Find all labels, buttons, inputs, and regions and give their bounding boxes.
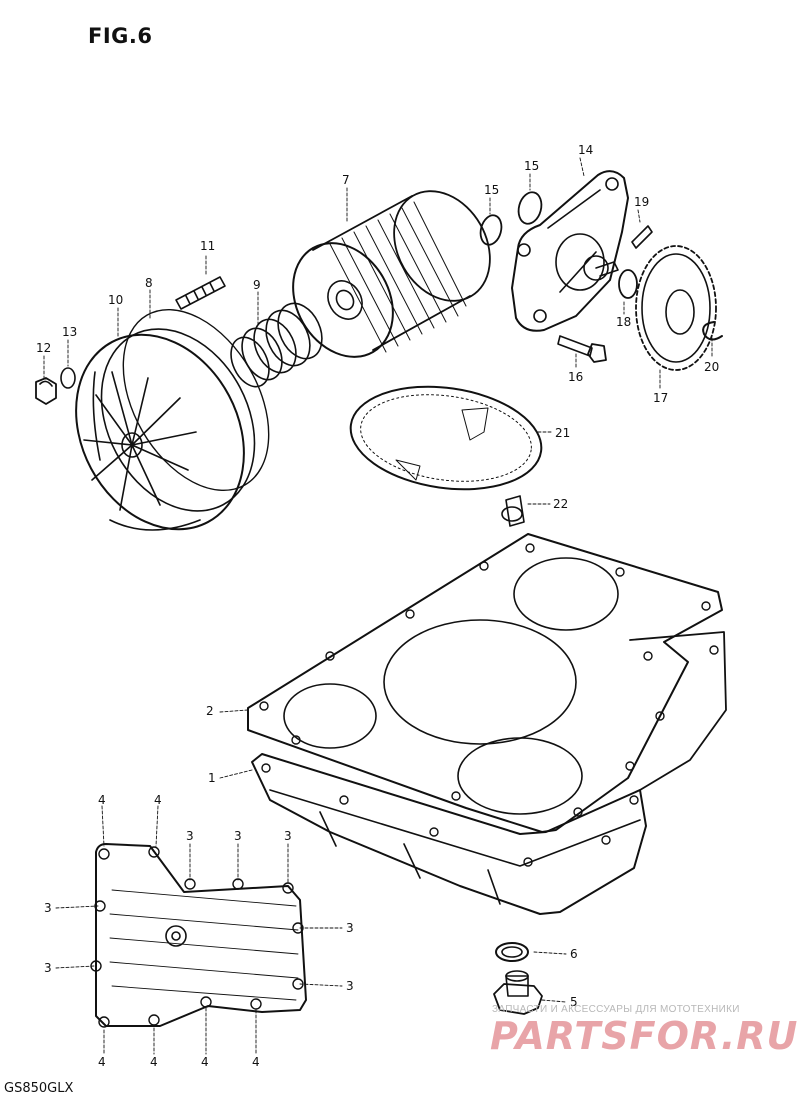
filter-spring — [230, 302, 323, 388]
oil-pan — [251, 631, 727, 915]
callout-12: 12 — [36, 341, 52, 355]
callout-5: 5 — [570, 995, 578, 1009]
callout-3: 3 — [346, 921, 354, 935]
callout-8: 8 — [145, 276, 153, 290]
callout-16: 16 — [568, 370, 584, 384]
callout-4: 4 — [150, 1055, 158, 1069]
callout-leaders — [43, 157, 713, 1055]
oil-filter-element — [292, 190, 491, 358]
circlip — [702, 321, 723, 341]
callout-4: 4 — [98, 1055, 106, 1069]
callout-4: 4 — [154, 793, 162, 807]
callout-11: 11 — [200, 239, 216, 253]
strainer-bolt — [501, 495, 525, 527]
callout-2: 2 — [206, 704, 214, 718]
model-code: GS850GLX — [4, 1081, 74, 1096]
drain-plug-gasket-inner — [501, 946, 523, 958]
callout-20: 20 — [704, 360, 720, 374]
callout-18: 18 — [616, 315, 632, 329]
callout-3: 3 — [346, 979, 354, 993]
thrust-washer — [618, 269, 638, 299]
callout-14: 14 — [578, 143, 594, 157]
dowel-pin — [631, 225, 653, 249]
washer — [60, 367, 76, 389]
callout-3: 3 — [44, 961, 52, 975]
oil-strainer — [349, 385, 543, 491]
callout-4: 4 — [98, 793, 106, 807]
oil-filter-cover — [75, 328, 256, 531]
callout-1: 1 — [208, 771, 216, 785]
o-ring-small — [479, 214, 503, 246]
drain-plug-gasket — [495, 942, 529, 962]
callout-3: 3 — [234, 829, 242, 843]
callout-15: 15 — [484, 183, 500, 197]
callout-15: 15 — [524, 159, 540, 173]
stud-bolt — [175, 276, 226, 310]
watermark-tagline: ЗАПЧАСТИ И АКСЕССУАРЫ ДЛЯ МОТОТЕХНИКИ — [492, 1004, 740, 1015]
oil-drain-plug — [493, 970, 543, 1015]
callout-17: 17 — [653, 391, 669, 405]
oil-pan-gasket — [247, 533, 723, 833]
callout-7: 7 — [342, 173, 350, 187]
figure-title: FIG.6 — [88, 24, 153, 48]
callout-10: 10 — [108, 293, 124, 307]
o-ring-small — [517, 191, 543, 225]
callout-22: 22 — [553, 497, 569, 511]
callout-9: 9 — [253, 278, 261, 292]
watermark-logo: PARTSFOR.RU — [490, 1014, 799, 1058]
pump-mounting-bolt — [557, 335, 607, 363]
oil-pan-bottom-view — [90, 843, 307, 1028]
callout-3: 3 — [284, 829, 292, 843]
callout-21: 21 — [555, 426, 571, 440]
callout-3: 3 — [186, 829, 194, 843]
oil-pump-body — [511, 170, 629, 332]
callout-4: 4 — [252, 1055, 260, 1069]
callout-19: 19 — [634, 195, 650, 209]
callout-13: 13 — [62, 325, 78, 339]
callout-6: 6 — [570, 947, 578, 961]
callout-4: 4 — [201, 1055, 209, 1069]
pump-driven-gear — [635, 245, 717, 371]
callout-3: 3 — [44, 901, 52, 915]
cap-nut — [35, 377, 57, 405]
